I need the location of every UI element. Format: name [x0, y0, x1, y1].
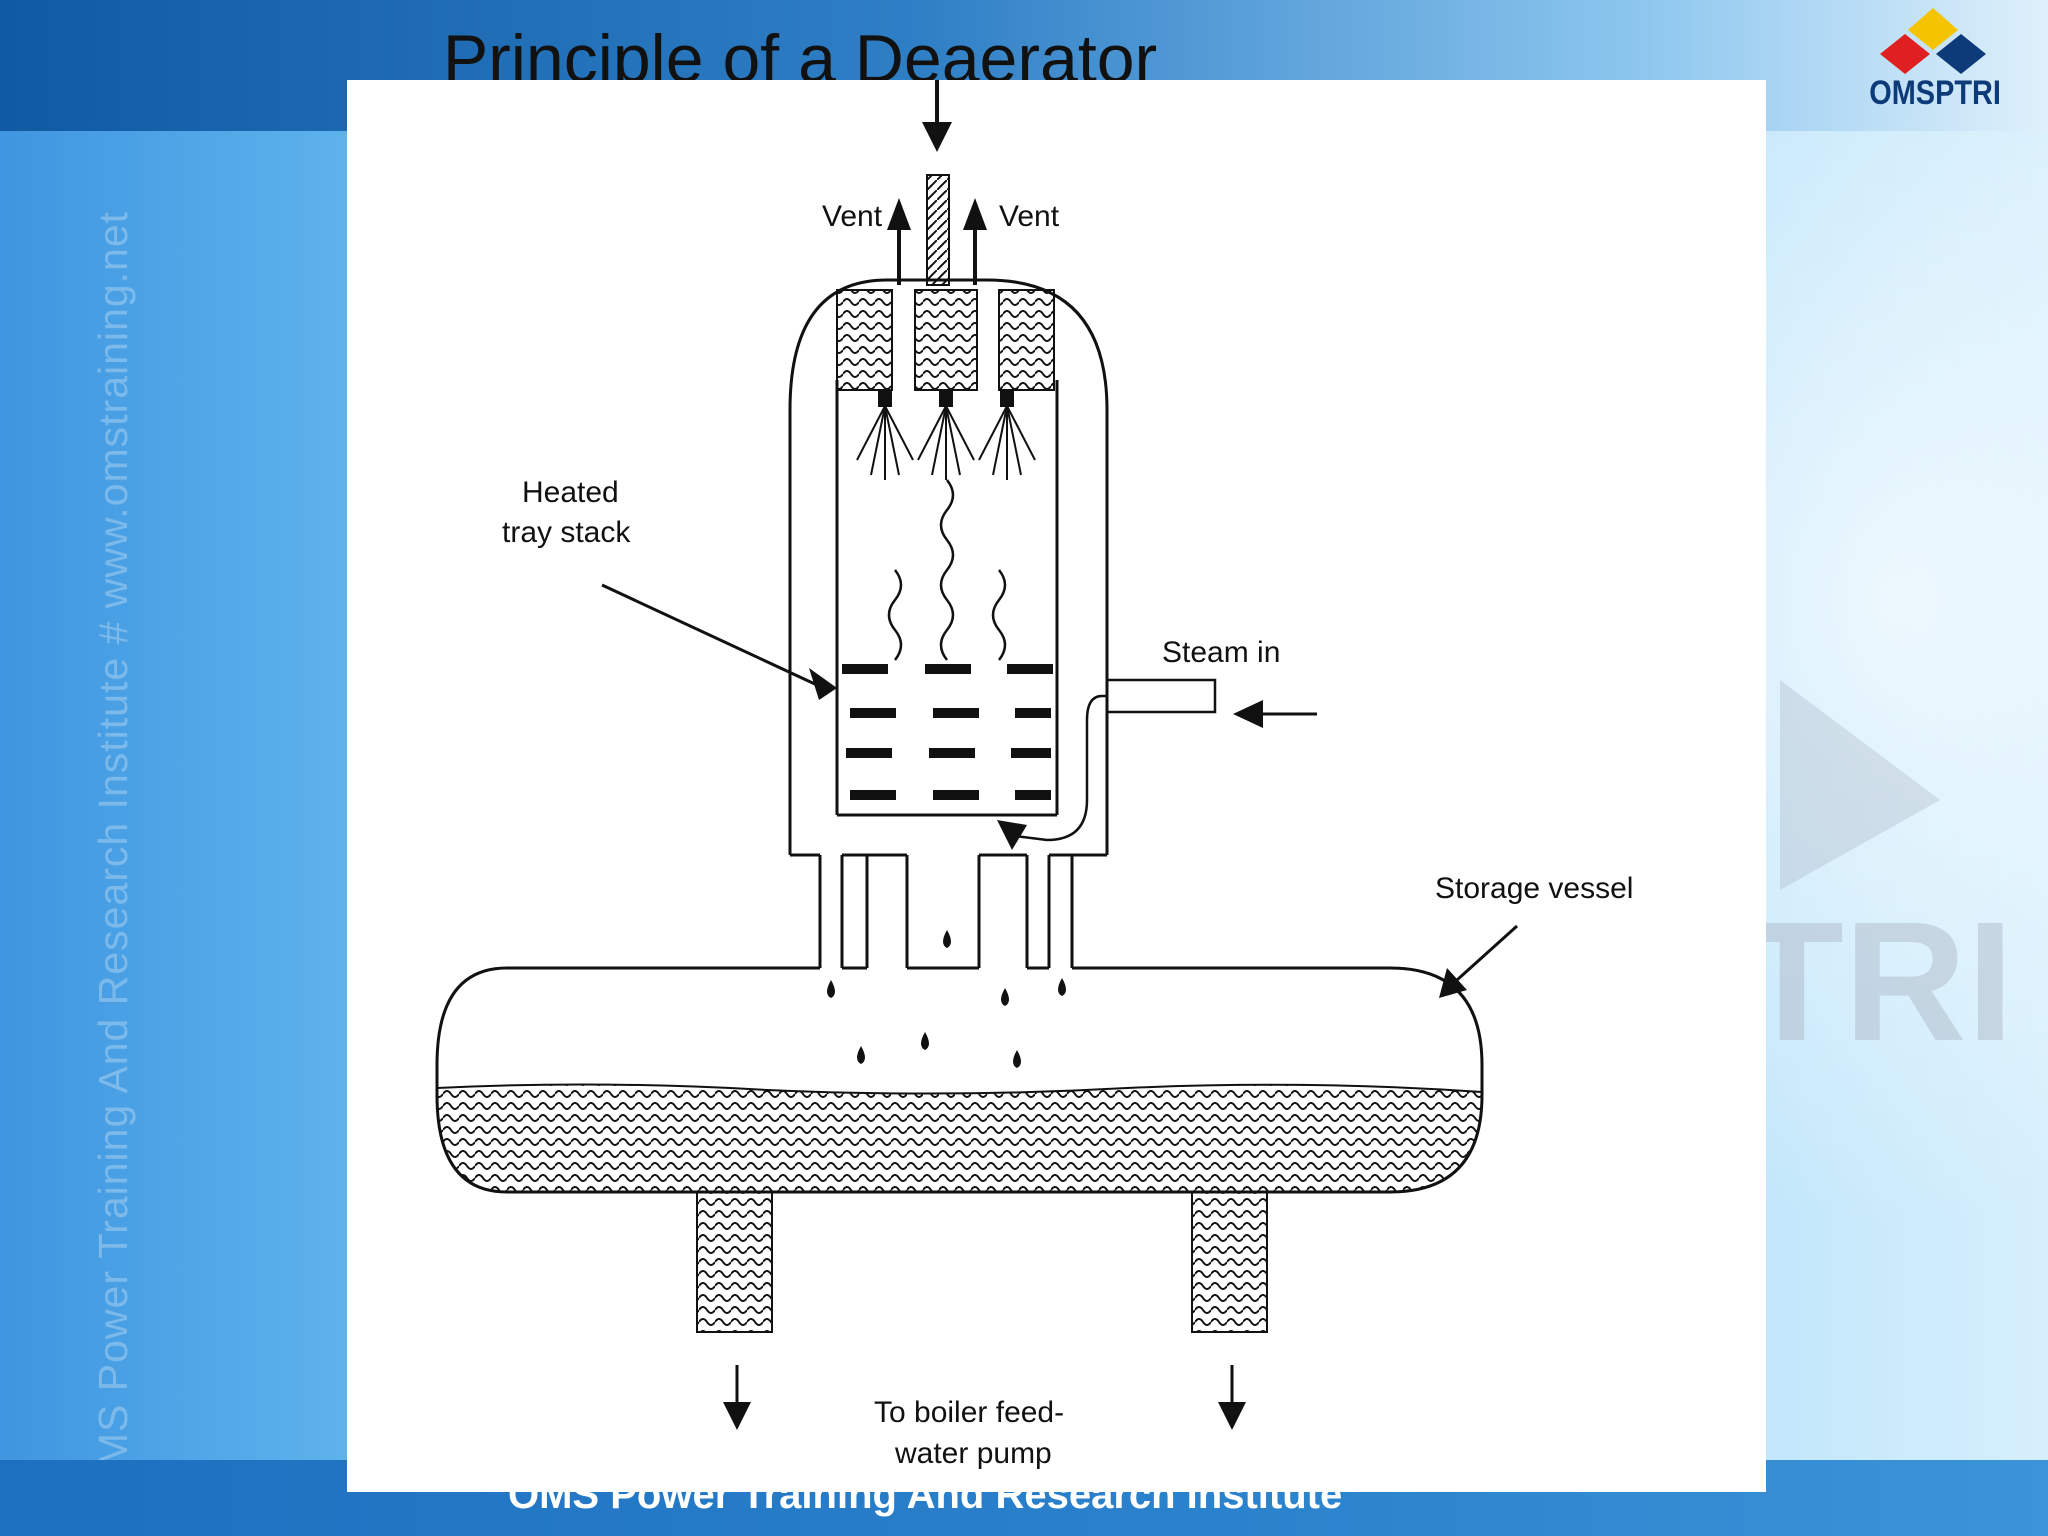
feedwater-inlet-arrow [922, 80, 952, 152]
spray-nozzle-left [856, 389, 914, 480]
spray-chamber-center [914, 289, 978, 391]
spray-nozzle-center [917, 389, 975, 480]
spray-nozzle-right [978, 389, 1036, 480]
downcomer-pipes [790, 853, 1107, 968]
storage-vessel-pointer-arrow [1439, 924, 1519, 998]
steam-inner-channel [1006, 694, 1107, 842]
omsptri-logo [1880, 8, 1986, 74]
vent-right-label: Vent [999, 200, 1060, 233]
tray-stack-pointer-arrow [601, 583, 837, 700]
vent-left-label: Vent [822, 200, 883, 233]
vent-right-arrow [963, 198, 987, 285]
steam-inner-arrowhead [997, 820, 1027, 850]
deaerator-tower-shell [788, 278, 1109, 855]
side-watermark: OMS Power Training And Research Institut… [90, 210, 136, 1500]
outlet-pipe-right [1191, 1191, 1268, 1333]
deaerator-diagram: Vent Vent [347, 80, 1766, 1492]
vent-left-arrow [887, 198, 911, 285]
steam-in-label: Steam in [1162, 636, 1280, 669]
spray-chamber-right [998, 289, 1055, 391]
ghost-logo-watermark: TRI [1740, 680, 2014, 1077]
outlet-pipe-left [696, 1191, 773, 1333]
outlet-left-arrow [723, 1365, 751, 1430]
logo-text: OMSPTRI [1869, 74, 2001, 112]
inlet-pipe [926, 174, 950, 286]
outlet-right-arrow [1218, 1365, 1246, 1430]
storage-vessel-label: Storage vessel [1435, 872, 1633, 905]
water-droplets [827, 930, 1066, 1068]
svg-text:TRI: TRI [1740, 887, 2014, 1077]
outlet-label-line1: To boiler feed- [874, 1396, 1064, 1429]
steam-inlet-pipe [1105, 678, 1217, 714]
stored-water [436, 1083, 1483, 1193]
spray-chamber-left [836, 289, 893, 391]
steam-in-arrow [1233, 700, 1317, 728]
heated-tray-stack-label-line1: Heated [522, 476, 619, 509]
outlet-label-line2: water pump [894, 1437, 1052, 1470]
tray-stack [842, 664, 1053, 800]
steam-wisps [887, 479, 1007, 661]
heated-tray-stack-label-line2: tray stack [502, 516, 631, 549]
